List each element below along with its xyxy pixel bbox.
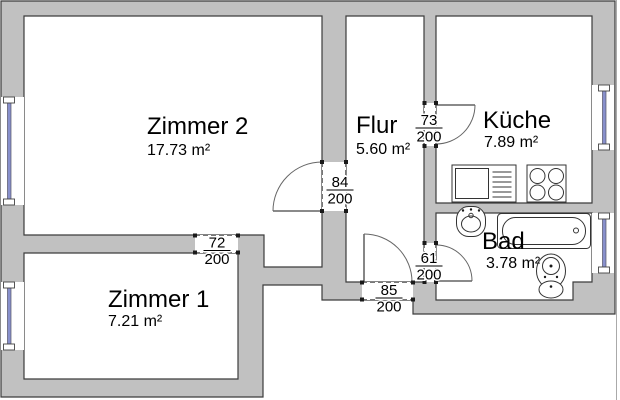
door-dim-height: 200: [376, 299, 401, 316]
door-opening: [362, 282, 413, 300]
room-area-flur: 5.60 m²: [356, 141, 411, 158]
door-bad: [422, 241, 473, 284]
washbasin-bowl: [461, 215, 481, 233]
door-dim-height: 200: [204, 251, 229, 268]
door-tick: [344, 160, 348, 164]
door-tick: [411, 297, 415, 302]
window-cap: [598, 143, 610, 151]
window-zimmer1: [1, 281, 24, 351]
door-dim-entrance: 85 200: [375, 281, 403, 318]
room-area-kueche: 7.89 m²: [484, 134, 539, 151]
door-tick: [360, 280, 364, 285]
washbasin-dot: [461, 209, 465, 212]
door-tick: [193, 233, 197, 238]
bathtub-drain: [573, 227, 579, 234]
door-tick: [434, 101, 438, 105]
burner: [548, 184, 564, 201]
toilet-dot: [549, 264, 553, 268]
door-tick: [434, 144, 438, 148]
door-opening: [322, 162, 346, 211]
door-zimmer2-flur: [272, 160, 348, 213]
door-dim-height: 200: [416, 129, 441, 146]
door-tick: [422, 144, 427, 148]
washbasin: [456, 206, 486, 237]
window-cap: [3, 281, 15, 289]
window-cap: [598, 84, 610, 92]
stove: [526, 164, 567, 203]
kitchen-counter-sink: [451, 164, 517, 203]
door-swing-arc: [435, 244, 473, 282]
door-tick: [434, 280, 438, 284]
room-zimmer-2-floor: [23, 15, 323, 268]
toilet: [536, 253, 566, 299]
door-dim-width: 61: [421, 250, 438, 267]
washbasin-dot: [477, 209, 481, 212]
window-glass-line: [602, 218, 607, 268]
window-cap: [3, 343, 15, 351]
bathtub: [497, 213, 591, 249]
door-tick: [193, 250, 197, 255]
window-cap: [598, 212, 610, 220]
door-tick: [360, 297, 364, 302]
door-swing-arc: [272, 161, 323, 212]
door-dim-width: 84: [332, 174, 349, 191]
burner: [529, 184, 546, 201]
window-opening: [1, 282, 24, 350]
door-tick: [422, 101, 427, 105]
washbasin-dot: [469, 208, 473, 211]
bathtub-inner: [502, 217, 586, 245]
door-tick: [320, 160, 324, 164]
door-dim-width: 72: [209, 235, 226, 252]
door-swing-arc: [435, 104, 476, 145]
toilet-seat: [538, 280, 564, 299]
window-kueche: [592, 84, 614, 151]
window-glass-line: [7, 102, 12, 200]
toilet-dot: [549, 285, 553, 288]
door-tick: [344, 209, 348, 213]
door-tick: [236, 233, 240, 238]
room-label-flur: Flur: [356, 112, 397, 139]
door-dim-bad: 61 200: [415, 249, 443, 286]
door-swing-arc: [363, 233, 413, 283]
burner: [529, 168, 546, 184]
door-opening: [424, 243, 436, 282]
door-dim-zimmer1: 72 200: [203, 233, 231, 270]
room-label-zimmer-1: Zimmer 1: [108, 286, 209, 313]
toilet-dot: [555, 275, 559, 279]
door-dim-zimmer2-flur: 84 200: [326, 173, 354, 210]
window-cap: [3, 198, 15, 206]
sink-basin: [455, 168, 489, 199]
door-tick: [422, 241, 427, 245]
window-cap: [598, 266, 610, 274]
room-area-zimmer-2: 17.73 m²: [147, 142, 211, 159]
toilet-dot: [543, 275, 547, 279]
window-zimmer2: [1, 96, 24, 206]
room-label-bad: Bad: [482, 228, 525, 255]
room-label-kueche: Küche: [483, 107, 551, 134]
door-dim-kueche: 73 200: [415, 111, 443, 148]
window-bad: [592, 212, 614, 274]
washbasin-faucet: [468, 212, 474, 219]
window-glass-line: [602, 90, 607, 145]
door-dim-width: 73: [421, 112, 438, 129]
burner: [548, 168, 564, 184]
room-area-zimmer-1: 7.21 m²: [108, 313, 163, 330]
room-area-bad: 3.78 m²: [486, 255, 541, 272]
window-cap: [3, 96, 15, 104]
door-tick: [411, 280, 415, 285]
door-tick: [320, 209, 324, 213]
door-kueche: [422, 101, 476, 148]
window-glass-line: [7, 287, 12, 345]
door-dim-width: 85: [381, 282, 398, 299]
room-label-zimmer-2: Zimmer 2: [147, 113, 248, 140]
door-tick: [236, 250, 240, 255]
door-tick: [434, 241, 438, 245]
door-dim-height: 200: [416, 267, 441, 284]
window-opening: [1, 97, 24, 205]
door-tick: [422, 280, 427, 284]
door-dim-height: 200: [327, 191, 352, 208]
door-opening: [424, 103, 436, 146]
